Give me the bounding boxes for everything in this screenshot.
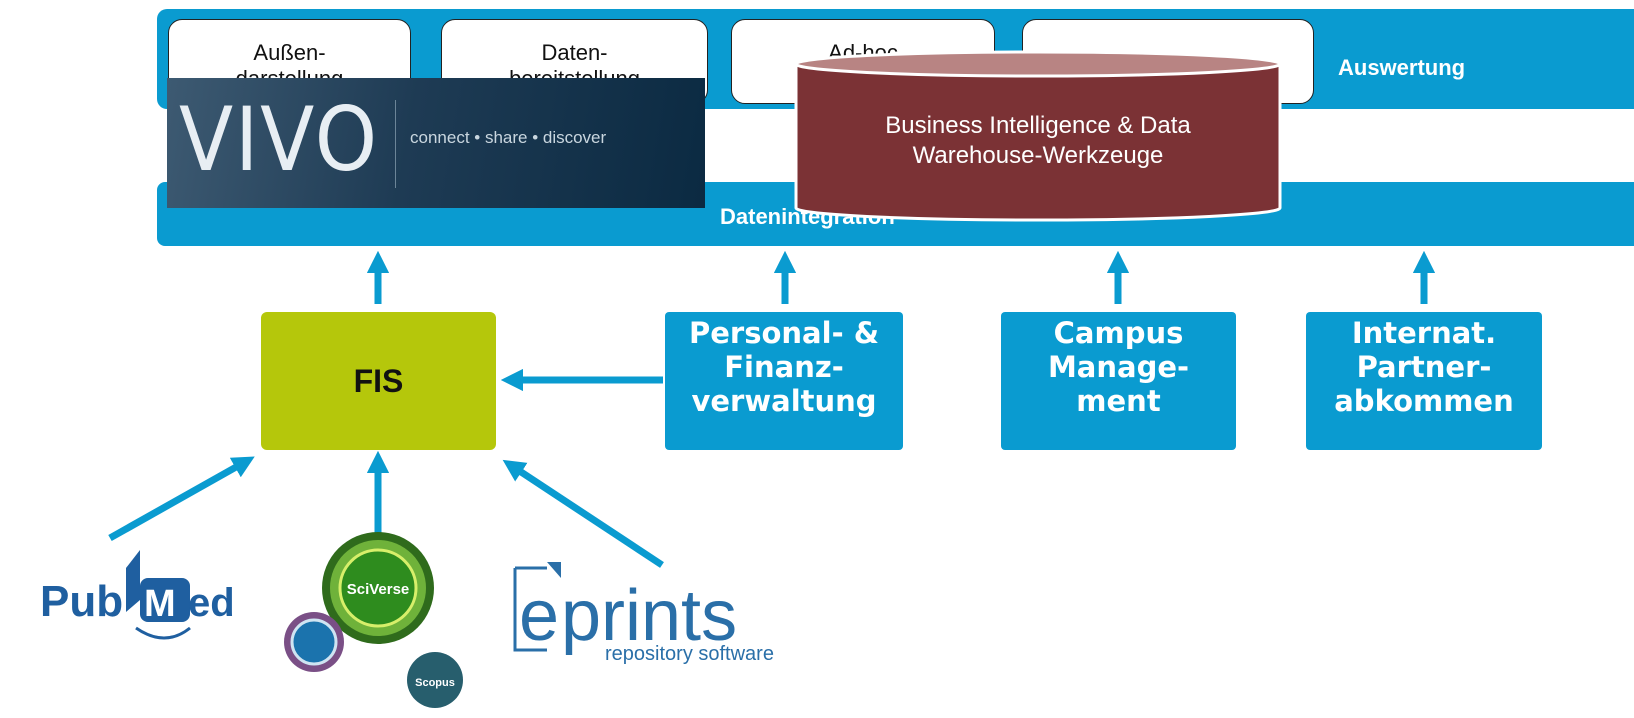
sciverse-text: SciVerse <box>347 581 410 598</box>
source-line: Partner- <box>1356 350 1492 384</box>
source-line: Manage- <box>1047 350 1190 384</box>
pubmed-text-2: ed <box>188 581 235 625</box>
vivo-logo: VIVO connect • share • discover <box>167 78 705 208</box>
fis-label: FIS <box>353 363 404 399</box>
source-line: Personal- & <box>689 316 879 350</box>
arrow-pubmed-to-fis <box>108 456 255 542</box>
vivo-wordmark: VIVO <box>179 88 379 191</box>
sciverse-logo: SciVerse Scopus <box>284 532 463 708</box>
pubmed-m: M <box>144 583 176 625</box>
pubmed-book-icon <box>126 550 140 612</box>
auswertung-label: Auswertung <box>1338 55 1466 80</box>
bi-cylinder-icon <box>794 50 1282 222</box>
personal-finanzverwaltung-box: Personal- & Finanz- verwaltung <box>665 312 903 450</box>
partnerabkommen-box: Internat. Partner- abkommen <box>1306 312 1542 450</box>
scopus-text: Scopus <box>415 677 455 689</box>
source-line: abkommen <box>1334 384 1514 418</box>
source-line: verwaltung <box>691 384 877 418</box>
source-line: Campus <box>1053 316 1184 350</box>
eprints-tagline: repository software <box>605 643 774 665</box>
vivo-tagline: connect • share • discover <box>410 128 607 147</box>
eprints-logo: e prints repository software <box>513 562 774 665</box>
source-line: ment <box>1076 384 1161 418</box>
eprints-prints: prints <box>561 576 737 656</box>
pubmed-logo: Pub M ed <box>40 550 235 640</box>
box-line: Daten- <box>541 40 608 65</box>
arrow-eprints-to-fis <box>502 459 664 568</box>
box-line: Außen- <box>253 40 326 65</box>
bi-label-line: Business Intelligence & Data <box>885 112 1191 139</box>
fis-box <box>261 312 496 450</box>
pubmed-text-1: Pub <box>40 577 123 626</box>
eprints-e: e <box>519 576 559 656</box>
bi-label: Business Intelligence & Data Warehouse-W… <box>800 111 1276 171</box>
vivo-divider <box>395 100 396 188</box>
source-line: Finanz- <box>724 350 844 384</box>
bi-label-line: Warehouse-Werkzeuge <box>912 142 1164 169</box>
source-line: Internat. <box>1351 316 1497 350</box>
campus-management-box: Campus Manage- ment <box>1001 312 1236 450</box>
